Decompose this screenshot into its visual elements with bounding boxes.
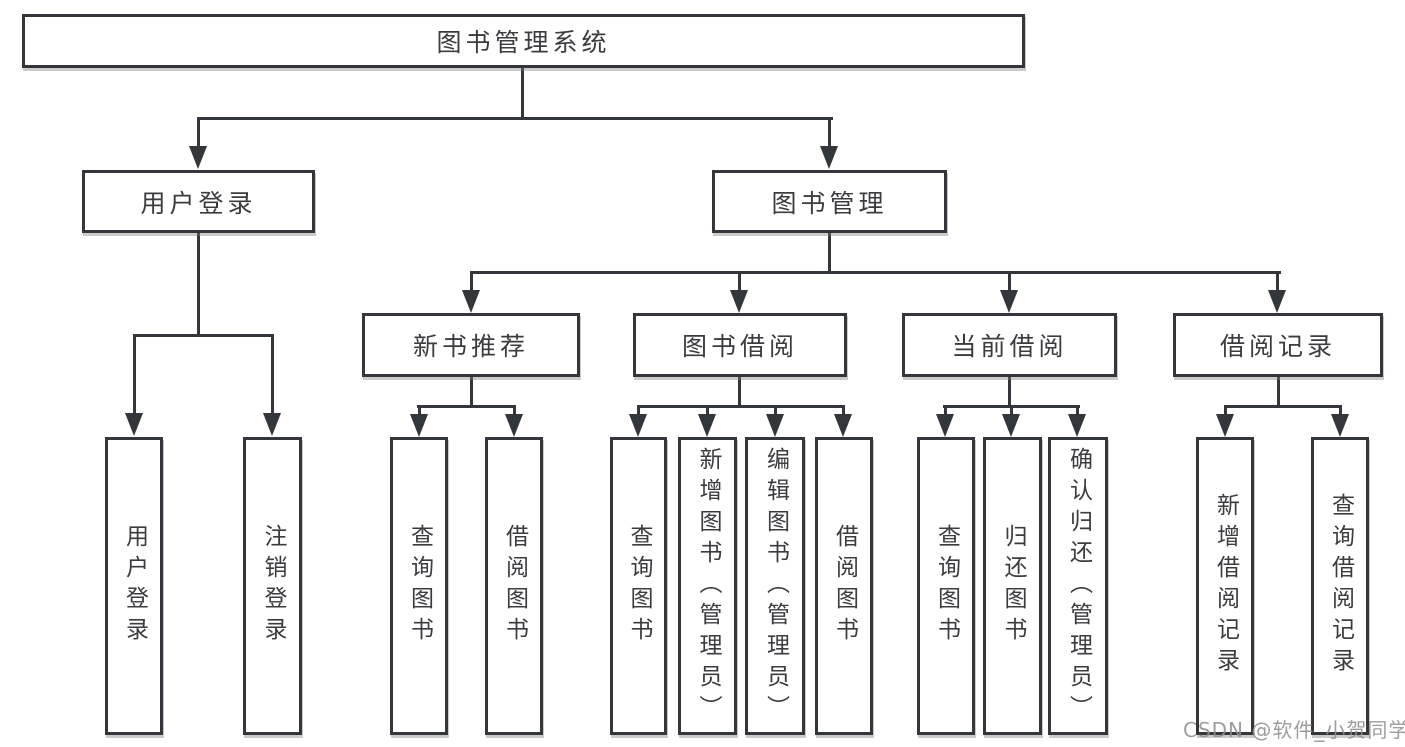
arrow-down-icon: [1216, 414, 1234, 437]
connector-line: [271, 337, 274, 413]
connector-line: [1076, 408, 1079, 416]
leaf-query-books-current: 查询图书: [917, 437, 975, 735]
leaf-return-books: 归还图书: [983, 437, 1042, 735]
node-label: 当前借阅: [951, 332, 1068, 361]
connector-line: [1224, 408, 1227, 416]
leaf-add-borrow-record: 新增借阅记录: [1196, 437, 1254, 735]
connector-line: [828, 233, 831, 274]
connector-line: [197, 119, 200, 149]
connector-line: [1008, 377, 1011, 407]
node-label: 借阅图书: [501, 524, 528, 648]
connector-line: [637, 405, 845, 408]
leaf-borrow-books-borrowing: 借阅图书: [815, 437, 873, 735]
node-label: 用户登录: [140, 188, 257, 218]
connector-line: [133, 337, 136, 413]
arrow-down-icon: [189, 146, 207, 169]
node-label: 借阅图书: [831, 524, 858, 648]
connector-line: [418, 408, 421, 416]
node-user-login: 用户登录: [82, 170, 315, 233]
node-label: 确认归还（管理员）: [1065, 446, 1092, 726]
leaf-borrow-books-recommend: 借阅图书: [485, 437, 543, 735]
arrow-down-icon: [462, 290, 480, 313]
connector-line: [1008, 274, 1011, 292]
leaf-query-books-borrowing: 查询图书: [610, 437, 667, 735]
node-label: 图书管理系统: [436, 28, 611, 57]
leaf-logout-login: 注销登录: [243, 437, 302, 735]
connector-line: [133, 334, 274, 337]
connector-line: [521, 68, 524, 120]
arrow-down-icon: [125, 413, 143, 436]
arrow-down-icon: [1000, 290, 1018, 313]
node-borrowing-records: 借阅记录: [1173, 313, 1383, 377]
arrow-down-icon: [698, 414, 716, 437]
connector-line: [470, 274, 473, 292]
leaf-add-book-admin: 新增图书（管理员）: [678, 437, 737, 735]
node-library-system: 图书管理系统: [22, 14, 1025, 68]
arrow-down-icon: [936, 414, 954, 437]
connector-line: [738, 274, 741, 292]
arrow-down-icon: [410, 414, 428, 437]
connector-line: [828, 119, 831, 149]
node-label: 新增借阅记录: [1212, 493, 1239, 679]
node-label: 新书推荐: [412, 332, 529, 361]
connector-line: [1276, 274, 1279, 292]
node-book-borrowing: 图书借阅: [633, 313, 847, 377]
node-label: 编辑图书（管理员）: [762, 446, 789, 726]
connector-line: [1277, 377, 1280, 407]
leaf-edit-book-admin: 编辑图书（管理员）: [745, 437, 805, 735]
node-label: 注销登录: [260, 524, 286, 648]
connector-line: [943, 405, 1080, 408]
node-current-borrowing: 当前借阅: [902, 313, 1117, 377]
node-label: 新增图书（管理员）: [695, 446, 721, 726]
connector-line: [1010, 408, 1013, 416]
connector-line: [774, 408, 777, 416]
node-label: 用户登录: [121, 524, 148, 648]
arrow-down-icon: [730, 290, 748, 313]
arrow-down-icon: [820, 146, 838, 169]
node-label: 查询借阅记录: [1327, 493, 1354, 679]
node-label: 查询图书: [933, 524, 960, 648]
arrow-down-icon: [834, 414, 852, 437]
connector-line: [417, 405, 516, 408]
connector-line: [470, 377, 473, 407]
arrow-down-icon: [263, 413, 281, 436]
node-label: 图书管理: [771, 188, 888, 218]
connector-line: [842, 408, 845, 416]
connector-line: [1339, 408, 1342, 416]
node-label: 借阅记录: [1219, 332, 1336, 361]
connector-line: [1224, 405, 1342, 408]
connector-line: [197, 233, 200, 337]
node-label: 归还图书: [1000, 524, 1026, 648]
node-label: 查询图书: [626, 524, 652, 648]
leaf-confirm-return-admin: 确认归还（管理员）: [1048, 437, 1108, 735]
arrow-down-icon: [1002, 414, 1020, 437]
arrow-down-icon: [766, 414, 784, 437]
leaf-query-books-recommend: 查询图书: [390, 437, 448, 735]
connector-line: [944, 408, 947, 416]
connector-line: [637, 408, 640, 416]
node-label: 查询图书: [406, 524, 433, 648]
arrow-down-icon: [505, 414, 523, 437]
csdn-watermark: CSDN @软件_小贺同学: [1183, 718, 1405, 742]
arrow-down-icon: [1068, 414, 1086, 437]
leaf-query-borrow-record: 查询借阅记录: [1311, 437, 1369, 735]
connector-line: [513, 408, 516, 416]
connector-line: [470, 271, 1281, 274]
node-label: 图书借阅: [681, 332, 798, 361]
arrow-down-icon: [629, 414, 647, 437]
connector-line: [706, 408, 709, 416]
connector-line: [197, 117, 833, 120]
node-book-management: 图书管理: [712, 170, 947, 233]
leaf-user-login: 用户登录: [105, 437, 163, 735]
node-new-book-recommend: 新书推荐: [362, 313, 580, 377]
arrow-down-icon: [1268, 290, 1286, 313]
arrow-down-icon: [1331, 414, 1349, 437]
connector-line: [738, 377, 741, 407]
